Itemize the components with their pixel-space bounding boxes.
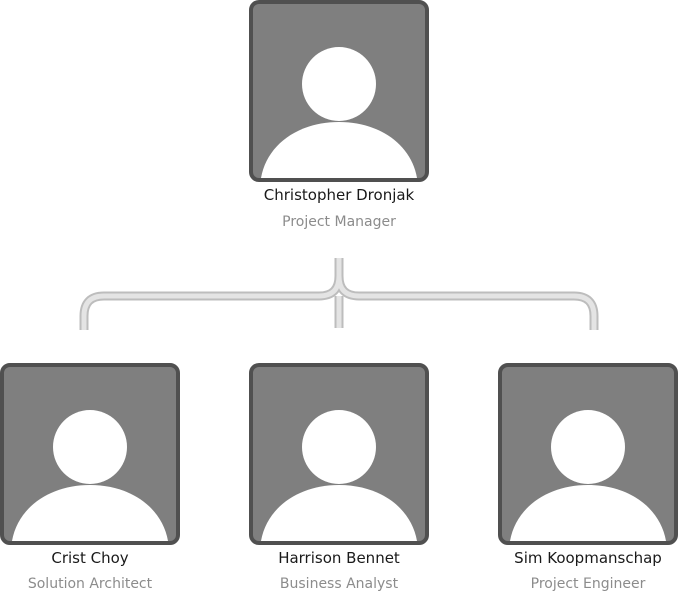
report-photo-card-sim-koopmanschap[interactable]: [498, 363, 678, 545]
person-placeholder-icon: [510, 410, 666, 541]
manager-role: Project Manager: [282, 214, 396, 230]
person-placeholder-icon: [261, 410, 417, 541]
report-role: Business Analyst: [279, 576, 399, 592]
manager-photo-card[interactable]: [249, 0, 429, 182]
report-photo-card-harrison-bennet[interactable]: [249, 363, 429, 545]
report-role: Solution Architect: [27, 576, 153, 592]
manager-name: Christopher Dronjak: [263, 186, 415, 204]
report-name: Harrison Bennet: [278, 549, 400, 567]
report-name: Crist Choy: [51, 549, 129, 567]
report-role: Project Engineer: [530, 576, 646, 592]
person-placeholder-icon: [261, 47, 417, 178]
report-name: Sim Koopmanschap: [514, 549, 662, 567]
connector-right-branch: [334, 275, 599, 330]
report-photo-card-crist-choy[interactable]: [0, 363, 180, 545]
person-placeholder-icon: [12, 410, 168, 541]
